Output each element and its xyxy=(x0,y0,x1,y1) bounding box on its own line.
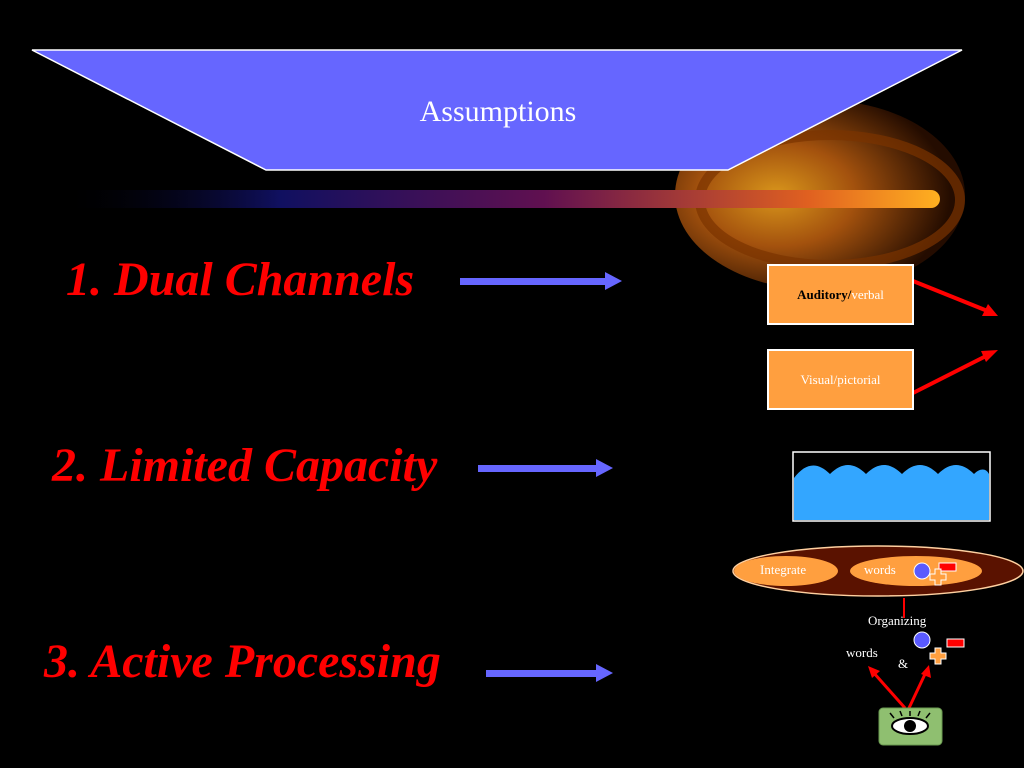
cross-icon-top xyxy=(929,568,947,586)
comet-streak xyxy=(60,190,940,208)
page-title: Assumptions xyxy=(419,95,577,128)
circle-icon-top xyxy=(913,562,931,580)
integrate-label: Integrate xyxy=(760,562,807,577)
arrow-1 xyxy=(460,272,622,290)
assumption-active-processing: 3. Active Processing xyxy=(44,635,441,688)
ampersand-label: & xyxy=(898,656,909,671)
assumption-limited-capacity: 2. Limited Capacity xyxy=(52,439,438,492)
words-label-bottom: words xyxy=(846,645,878,660)
circle-icon-bottom xyxy=(913,631,931,649)
visual-pictorial-box: Visual/pictorial xyxy=(767,349,914,410)
red-arrow-auditory xyxy=(912,279,998,316)
verbal-label: verbal xyxy=(851,286,884,302)
rect-icon-bottom xyxy=(946,638,965,648)
rect-icon-top xyxy=(938,562,957,572)
eye-arrows xyxy=(868,665,931,709)
arrow-2 xyxy=(478,459,613,477)
title-banner xyxy=(31,49,963,171)
eye-icon xyxy=(878,707,943,746)
arrow-3 xyxy=(486,664,613,682)
red-arrow-visual xyxy=(912,350,998,395)
words-label-top: words xyxy=(864,562,896,577)
capacity-container xyxy=(792,451,991,522)
auditory-verbal-box: Auditory/verbal xyxy=(767,264,914,325)
cross-icon-bottom xyxy=(929,647,947,665)
visual-label: Visual/pictorial xyxy=(800,371,881,387)
auditory-label-bold: Auditory/ xyxy=(797,286,852,302)
organizing-label: Organizing xyxy=(868,613,927,628)
assumption-dual-channels: 1. Dual Channels xyxy=(66,253,415,306)
